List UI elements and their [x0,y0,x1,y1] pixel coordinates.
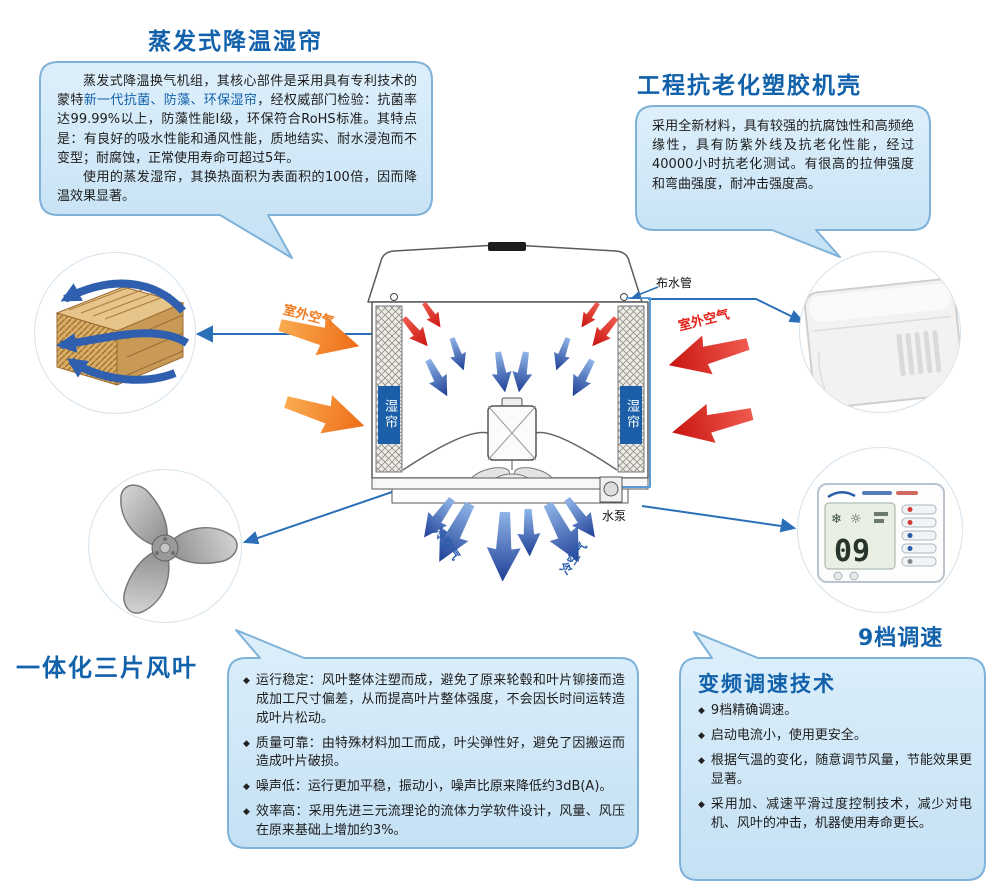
section-title-fan: 一体化三片风叶 [16,654,198,682]
bullet-icon: ◆ [698,731,705,741]
speed-label: 9档调速 [858,626,944,651]
bullet-icon: ◆ [698,799,705,810]
water-pump-label: 水泵 [602,509,627,523]
wet-curtain-tag-right: 湿帘 [620,386,642,444]
controller-illustration: ❄ ☼ 09 [817,483,945,583]
wet-curtain-description: 蒸发式降温换气机组，其核心部件是采用具有专利技术的蒙特新一代抗菌、防藻、环保湿帘… [57,72,417,207]
speech-bubbles [39,61,986,881]
connector-casing [648,298,806,324]
controller-buttons [901,504,937,567]
water-pipe-label: 布水管 [656,276,693,290]
vfd-feature-item: ◆启动电流小，使用更安全。 [698,727,972,746]
bullet-icon: ◆ [243,807,250,818]
fan-blade-illustration [120,484,238,614]
section-title-vfd: 变频调速技术 [698,672,836,696]
lcd-digits: 09 [834,534,870,569]
fan-feature-item: ◆质量可靠：由特殊材料加工而成，叶尖弹性好，避免了因搬运而造成叶片破损。 [243,735,625,773]
fan-blade-photo [89,470,241,622]
bullet-icon: ◆ [243,782,250,793]
casing-illustration [803,278,960,409]
wet-curtain-paragraph-1: 蒸发式降温换气机组，其核心部件是采用具有专利技术的蒙特新一代抗菌、防藻、环保湿帘… [57,72,417,168]
vfd-feature-item: ◆采用加、减速平滑过度控制技术，减少对电机、风叶的冲击，机器使用寿命更长。 [698,796,972,834]
fan-feature-item: ◆运行稳定：风叶整体注塑而成，避免了原来轮毂和叶片铆接而造成加工尺寸偏差，从而提… [243,672,625,729]
section-title-casing: 工程抗老化塑胶机壳 [637,73,862,99]
fan-feature-item: ◆噪声低：运行更加平稳，振动小，噪声比原来降低约3dB(A)。 [243,778,625,797]
snowflake-icon: ❄ [831,512,842,527]
section-title-wet-curtain: 蒸发式降温湿帘 [148,29,323,55]
wet-curtain-tag-left: 湿帘 [378,386,400,444]
cooling-pad-photo [35,253,195,413]
text-post: ，经权威部门检验：抗菌率达99.99%以上，防藻性能Ⅰ级，环保符合RoHS标准。… [57,93,417,166]
handle [488,242,526,251]
controller-photo: ❄ ☼ 09 [798,448,962,612]
wet-curtain-bubble [39,61,433,259]
text-highlight: 新一代抗菌、防藻、环保湿帘 [83,93,258,109]
connector-controller [641,505,797,533]
vfd-bubble [679,631,986,881]
bullet-icon: ◆ [243,676,250,686]
fan-feature-list: ◆运行稳定：风叶整体注塑而成，避免了原来轮毂和叶片铆接而造成加工尺寸偏差，从而提… [243,672,625,841]
vfd-feature-item: ◆根据气温的变化，随意调节风量，节能效果更显著。 [698,752,972,790]
bullet-icon: ◆ [698,756,705,766]
bullet-icon: ◆ [698,706,705,716]
casing-photo [800,252,960,412]
casing-description: 采用全新材料，具有较强的抗腐蚀性和高频绝缘性，具有防紫外线及抗老化性能，经过40… [652,117,914,194]
text-pre: 蒸发式降温换气机组，其核心部件是采用具有专利技术的蒙特 [57,74,417,109]
sun-icon: ☼ [850,512,862,527]
vfd-feature-list: ◆9档精确调速。 ◆启动电流小，使用更安全。 ◆根据气温的变化，随意调节风量，节… [698,702,972,833]
fan-feature-item: ◆效率高：采用先进三元流理论的流体力学软件设计，风量、风压在原来基础上增加约3%… [243,803,625,841]
wet-curtain-paragraph-2: 使用的蒸发湿帘，其换热面积为表面积的100倍，因而降温效果显著。 [57,170,417,205]
vfd-feature-item: ◆9档精确调速。 [698,702,972,721]
fan-bubble [227,629,639,849]
casing-bubble [635,105,931,258]
bullet-icon: ◆ [243,738,250,749]
brand-logo-swoosh [827,491,856,499]
cooling-pad-illustration [55,279,190,386]
casing-paragraph: 采用全新材料，具有较强的抗腐蚀性和高频绝缘性，具有防紫外线及抗老化性能，经过40… [652,119,914,192]
